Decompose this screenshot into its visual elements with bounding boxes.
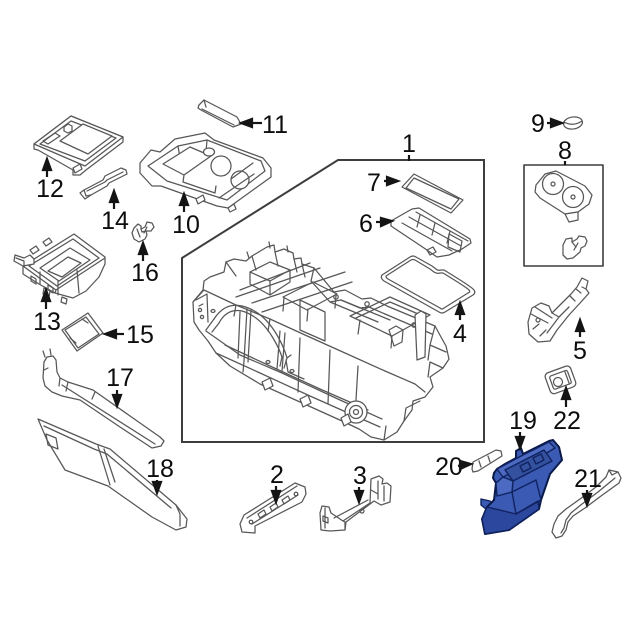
svg-text:6: 6	[359, 210, 373, 238]
svg-text:4: 4	[453, 320, 467, 348]
svg-text:17: 17	[106, 364, 134, 392]
svg-text:7: 7	[367, 169, 381, 197]
svg-text:11: 11	[262, 111, 288, 139]
svg-text:1: 1	[402, 130, 416, 158]
svg-text:12: 12	[36, 175, 64, 203]
svg-text:22: 22	[553, 407, 581, 435]
svg-text:14: 14	[101, 207, 129, 235]
svg-text:16: 16	[131, 259, 159, 287]
svg-text:19: 19	[509, 407, 537, 435]
svg-text:10: 10	[172, 211, 200, 239]
svg-text:21: 21	[574, 465, 602, 493]
svg-text:2: 2	[270, 461, 284, 489]
svg-text:9: 9	[531, 110, 545, 138]
svg-text:20: 20	[435, 453, 463, 481]
svg-text:15: 15	[126, 321, 154, 349]
svg-text:8: 8	[558, 137, 572, 165]
svg-text:18: 18	[146, 455, 174, 483]
svg-text:13: 13	[33, 308, 61, 336]
svg-text:3: 3	[353, 462, 367, 490]
svg-text:5: 5	[573, 337, 587, 365]
